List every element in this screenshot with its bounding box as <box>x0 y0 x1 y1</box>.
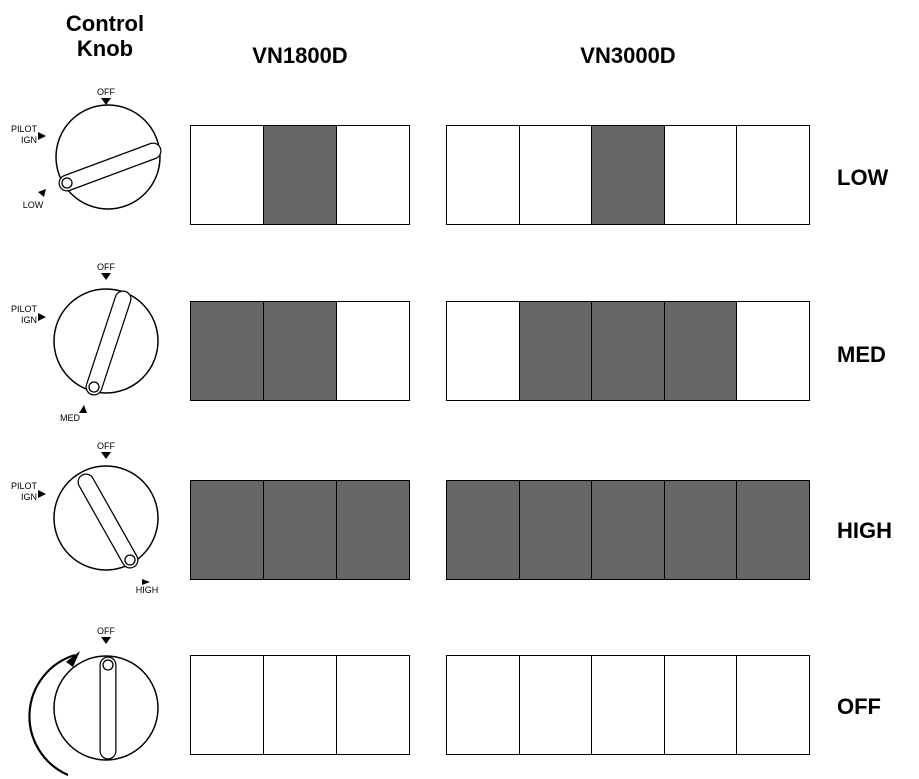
vn1800d-burner-low-1 <box>191 126 263 224</box>
control-knob-high: OFF PILOT IGN HIGH <box>0 437 180 602</box>
vn3000d-burner-off-4 <box>663 656 737 754</box>
vn3000d-panel-low <box>446 125 810 225</box>
off-marker-icon <box>101 273 111 280</box>
pilot-marker-icon <box>38 490 46 498</box>
position-marker-icon <box>38 189 46 197</box>
knob-indicator-dot <box>124 554 136 566</box>
vn1800d-panel-low <box>190 125 410 225</box>
vn1800d-burner-high-3 <box>336 481 409 579</box>
vn3000d-burner-high-4 <box>663 481 737 579</box>
knob-pilot-label: PILOT <box>11 481 38 491</box>
knob-position-label: MED <box>60 413 81 423</box>
knob-indicator-dot <box>102 659 114 671</box>
knob-diagram-low: OFF PILOT IGN LOW <box>11 87 162 210</box>
vn3000d-burner-high-3 <box>591 481 664 579</box>
vn3000d-panel-med <box>446 301 810 401</box>
vn1800d-burner-off-1 <box>191 656 263 754</box>
level-label-med: MED <box>837 342 886 367</box>
control-knob-header: Control Knob <box>55 11 155 61</box>
vn1800d-header: VN1800D <box>252 43 348 68</box>
knob-diagram-off: OFF <box>28 626 159 777</box>
vn1800d-burner-high-2 <box>263 481 336 579</box>
knob-off-label: OFF <box>97 441 115 451</box>
knob-position-label: LOW <box>23 200 44 210</box>
level-label-high: HIGH <box>837 518 892 543</box>
knob-pilot-label: PILOT <box>11 124 38 134</box>
vn1800d-burner-low-3 <box>336 126 409 224</box>
knob-position-label: HIGH <box>136 585 159 595</box>
vn1800d-burner-high-1 <box>191 481 263 579</box>
vn3000d-burner-med-5 <box>736 302 809 400</box>
vn3000d-panel-high <box>446 480 810 580</box>
knob-ign-label: IGN <box>21 492 37 502</box>
rotation-arc <box>28 653 76 777</box>
vn3000d-burner-med-1 <box>447 302 519 400</box>
control-knob-off: OFF <box>0 618 180 779</box>
control-knob-med: OFF PILOT IGN MED <box>0 255 180 430</box>
knob-pointer <box>86 291 131 395</box>
level-label-off: OFF <box>837 694 881 719</box>
vn3000d-burner-off-3 <box>591 656 664 754</box>
control-knob-header-line1: Control <box>65 11 145 36</box>
off-marker-icon <box>101 452 111 459</box>
vn1800d-burner-off-3 <box>336 656 409 754</box>
knob-pilot-label: PILOT <box>11 304 38 314</box>
knob-off-label: OFF <box>97 626 115 636</box>
knob-indicator-dot <box>88 381 100 393</box>
knob-indicator-dot <box>61 177 73 189</box>
vn1800d-burner-low-2 <box>263 126 336 224</box>
vn3000d-burner-off-2 <box>518 656 592 754</box>
vn3000d-burner-high-5 <box>736 481 809 579</box>
vn1800d-burner-off-2 <box>263 656 336 754</box>
knob-diagram-med: OFF PILOT IGN MED <box>11 262 159 423</box>
knob-ign-label: IGN <box>21 315 37 325</box>
vn3000d-burner-low-4 <box>663 126 737 224</box>
knob-off-label: OFF <box>97 87 115 97</box>
control-knob-header-line2: Knob <box>76 36 134 61</box>
vn1800d-burner-med-1 <box>191 302 263 400</box>
position-marker-icon <box>79 405 87 413</box>
vn1800d-panel-off <box>190 655 410 755</box>
vn3000d-burner-med-4 <box>663 302 737 400</box>
knob-diagram-high: OFF PILOT IGN HIGH <box>11 441 159 595</box>
pilot-marker-icon <box>38 132 46 140</box>
vn1800d-burner-med-3 <box>336 302 409 400</box>
position-marker-icon <box>142 579 150 585</box>
vn3000d-burner-off-5 <box>736 656 809 754</box>
vn3000d-burner-low-1 <box>447 126 519 224</box>
vn3000d-panel-off <box>446 655 810 755</box>
vn3000d-burner-off-1 <box>447 656 519 754</box>
off-marker-icon <box>101 637 111 644</box>
vn3000d-burner-high-2 <box>518 481 592 579</box>
rotation-arrow-icon <box>66 651 80 667</box>
off-marker-icon <box>101 98 111 105</box>
knob-pointer <box>78 474 138 568</box>
vn3000d-burner-high-1 <box>447 481 519 579</box>
vn3000d-burner-low-3 <box>591 126 664 224</box>
vn3000d-burner-low-5 <box>736 126 809 224</box>
vn1800d-burner-med-2 <box>263 302 336 400</box>
vn3000d-burner-low-2 <box>518 126 592 224</box>
vn3000d-burner-med-2 <box>518 302 592 400</box>
vn1800d-panel-med <box>190 301 410 401</box>
control-knob-low: OFF PILOT IGN LOW <box>0 80 180 230</box>
knob-ign-label: IGN <box>21 135 37 145</box>
vn3000d-burner-med-3 <box>591 302 664 400</box>
vn1800d-panel-high <box>190 480 410 580</box>
knob-pointer <box>59 143 161 191</box>
knob-off-label: OFF <box>97 262 115 272</box>
pilot-marker-icon <box>38 313 46 321</box>
vn3000d-header: VN3000D <box>580 43 676 68</box>
level-label-low: LOW <box>837 165 889 190</box>
